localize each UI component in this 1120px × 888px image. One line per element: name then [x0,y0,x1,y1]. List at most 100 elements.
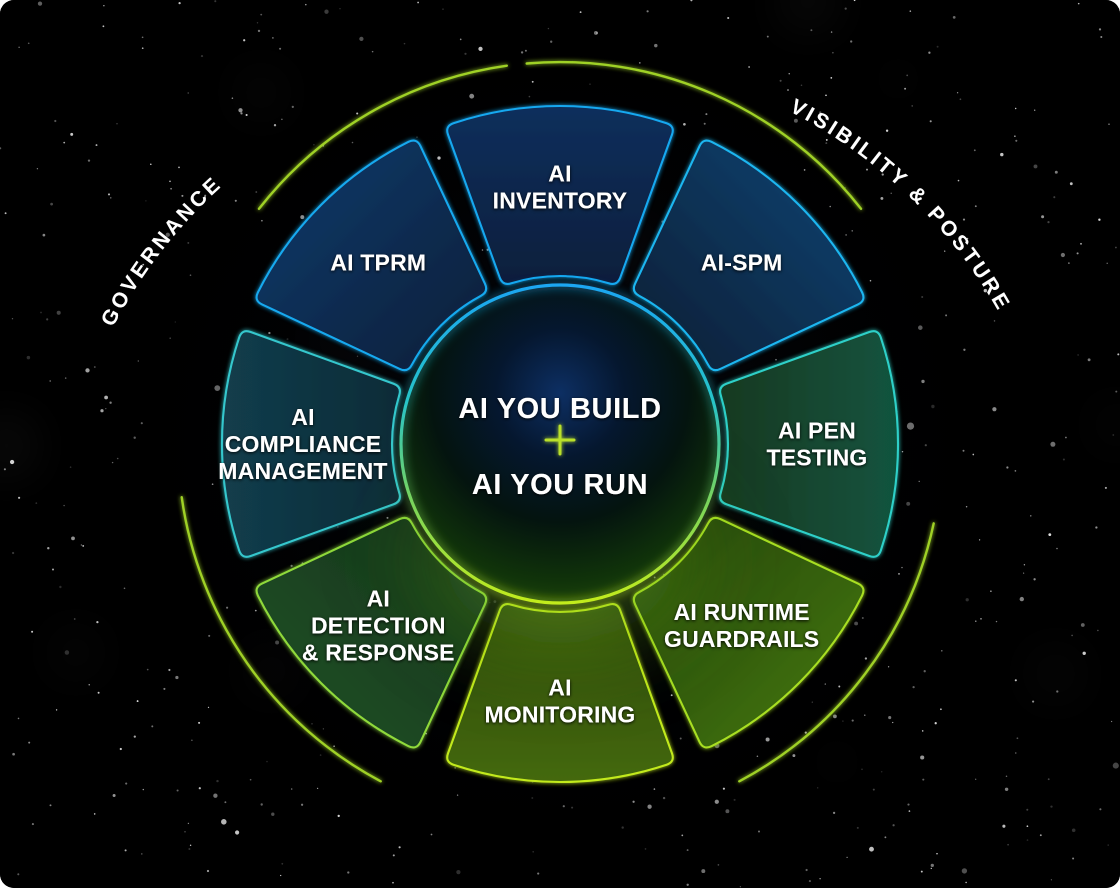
nebula-blob [1032,651,1079,698]
star [1076,252,1079,255]
star [908,810,911,812]
star [830,31,833,33]
star [1087,358,1091,362]
star [805,868,808,872]
star [1047,778,1050,781]
star [1080,242,1082,245]
segment-ai-pen-testing[interactable] [719,330,899,558]
star [260,803,263,806]
star [324,9,329,14]
core-line-1: AI YOU BUILD [458,393,661,425]
star [245,113,248,117]
star [49,804,52,807]
star [1000,152,1004,157]
star [87,159,91,162]
star [64,377,67,379]
star [1062,458,1065,461]
star [54,119,57,123]
star [1056,547,1058,550]
star [1098,218,1101,221]
star [880,771,883,773]
star [35,502,38,504]
star [184,831,186,833]
segment-ai-inventory[interactable] [446,105,674,285]
star [18,46,20,48]
star [1026,825,1029,828]
star [1014,679,1017,682]
star [1050,441,1056,447]
star [392,881,394,884]
star [42,233,46,237]
star [1023,564,1026,566]
star [178,166,180,169]
star [1100,35,1103,39]
star [50,202,53,206]
outer-arc-left-lower [180,496,382,783]
star [1056,690,1059,693]
star [27,42,30,45]
star [119,747,122,751]
star [96,620,99,624]
star [686,883,689,886]
star [11,551,15,555]
star [133,735,136,738]
star [850,40,853,43]
segment-ai-tprm[interactable] [255,139,488,372]
core-ring [399,283,721,605]
star [85,368,90,373]
outer-arc-right [525,60,863,210]
star [1065,436,1067,439]
star [71,536,75,541]
star [240,112,243,115]
star [936,45,939,48]
outer-arc-right-lower [738,522,935,783]
star [1002,824,1006,828]
star [1050,879,1052,881]
star [1019,596,1024,602]
star [73,618,76,620]
star [169,180,171,183]
star [920,755,925,760]
star [198,787,201,790]
star [1026,808,1029,811]
star [1014,135,1016,137]
segment-label-ai-tprm: AI TPRM [330,249,426,275]
star [975,778,977,780]
star [1077,2,1080,5]
star [124,849,127,852]
star [279,47,282,50]
center-text-group: AI YOU BUILD AI YOU RUN [458,393,661,501]
star [1014,107,1017,110]
star [690,0,693,2]
star [339,8,341,10]
star [974,205,977,208]
star [69,466,72,468]
star [872,788,875,791]
star [1112,762,1119,769]
star [176,789,179,792]
star [102,25,105,28]
star [930,867,933,870]
star [1068,262,1070,264]
star [281,862,284,865]
star [55,709,58,711]
star [359,36,364,42]
center-core [350,283,770,710]
star [1082,651,1086,655]
star [1053,196,1056,199]
star [272,37,274,39]
segment-ai-spm[interactable] [632,139,865,372]
star [844,7,847,10]
star [216,779,219,783]
star [191,739,193,741]
star [1033,164,1038,169]
star [832,51,834,54]
star [141,36,144,39]
star [442,8,444,10]
star [1048,533,1052,537]
star [1115,390,1118,393]
